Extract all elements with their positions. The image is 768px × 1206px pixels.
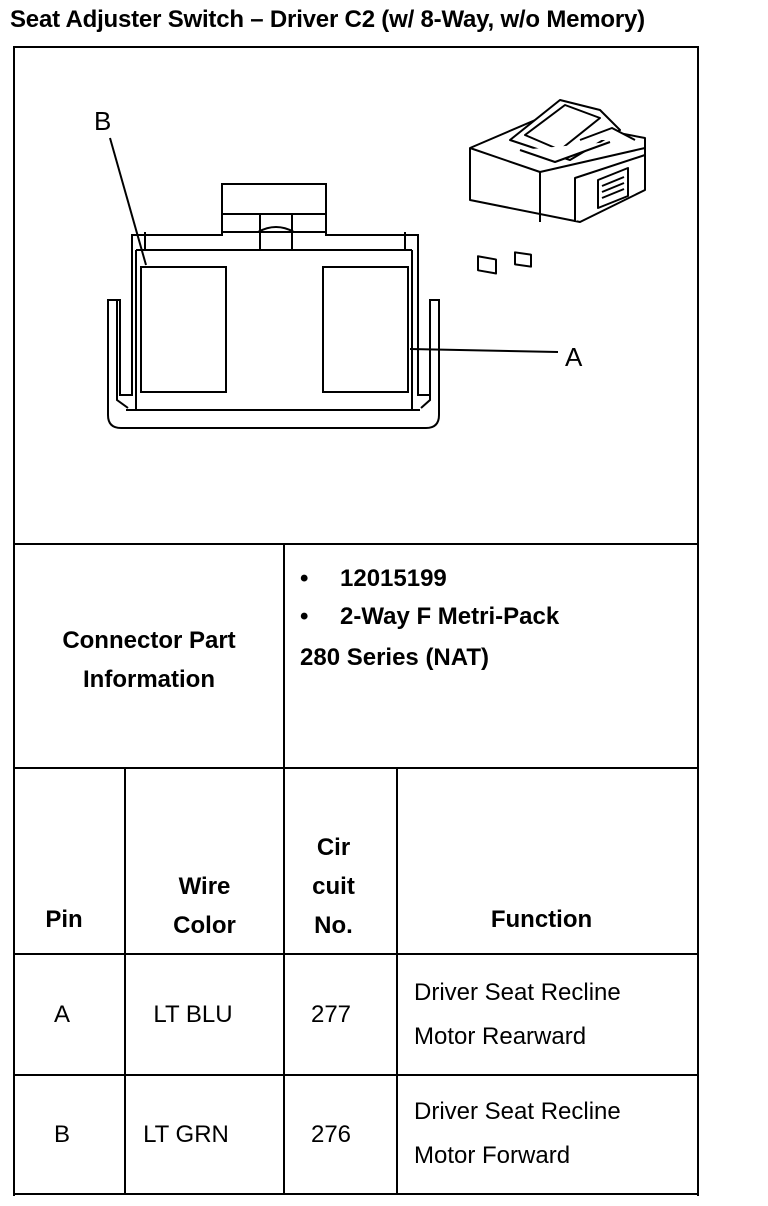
- connector-diagram: B A: [94, 99, 646, 429]
- divider-diagram: [13, 543, 699, 545]
- row-a-pin: A: [53, 1001, 70, 1028]
- header-circuit-line2: cuit: [312, 873, 355, 900]
- connector-frame: [13, 46, 699, 1196]
- row-a-function: Driver Seat Recline Motor Rearward: [414, 971, 621, 1059]
- page-title: Seat Adjuster Switch – Driver C2 (w/ 8-W…: [10, 6, 645, 33]
- part-series: 280 Series (NAT): [300, 644, 489, 671]
- part-number-item: • 12015199: [300, 565, 447, 593]
- row-a-circuit: 277: [310, 1001, 352, 1028]
- divider-col-color: [283, 767, 285, 1195]
- header-function: Function: [490, 906, 593, 933]
- row-b-circuit: 276: [310, 1121, 352, 1148]
- divider-row-b: [13, 1193, 699, 1195]
- divider-col-pin: [124, 767, 126, 1195]
- divider-col-circuit: [396, 767, 398, 1195]
- row-a-function-line2: Motor Rearward: [414, 1023, 587, 1050]
- connector-isometric-icon: [469, 99, 646, 275]
- row-b-pin: B: [53, 1121, 70, 1148]
- row-a-function-line1: Driver Seat Recline: [414, 979, 621, 1006]
- connector-face-drawing: [107, 183, 440, 429]
- header-wire-color-line1: Wire: [178, 873, 231, 900]
- divider-header: [13, 953, 699, 955]
- row-a-wire-color: LT BLU: [153, 1001, 233, 1028]
- divider-part-info-col: [283, 543, 285, 769]
- row-b-function: Driver Seat Recline Motor Forward: [414, 1090, 621, 1178]
- bullet: •: [300, 565, 309, 592]
- header-wire-color-line2: Color: [173, 912, 236, 939]
- header-circuit-line1: Cir: [316, 834, 351, 861]
- row-b-function-line1: Driver Seat Recline: [414, 1098, 621, 1125]
- row-b-wire-color: LT GRN: [143, 1121, 229, 1148]
- header-circuit: Cir cuit No.: [285, 828, 382, 945]
- callout-a-label: A: [565, 342, 583, 372]
- connector-info-label-line1: Connector Part: [62, 627, 236, 654]
- divider-row-a: [13, 1074, 699, 1076]
- header-pin: Pin: [45, 906, 83, 933]
- divider-part-info: [13, 767, 699, 769]
- connector-info-label-line2: Information: [83, 666, 215, 693]
- bullet: •: [300, 603, 309, 630]
- row-b-function-line2: Motor Forward: [414, 1142, 571, 1169]
- header-circuit-line3: No.: [314, 912, 353, 939]
- callout-b-leader: [109, 137, 147, 266]
- connector-info-label: Connector Part Information: [15, 621, 283, 699]
- part-number: 12015199: [340, 565, 447, 592]
- header-wire-color: Wire Color: [126, 867, 283, 945]
- callout-b-label: B: [94, 106, 111, 136]
- part-type: 2-Way F Metri-Pack: [340, 603, 560, 630]
- callout-a-leader: [409, 348, 559, 353]
- part-type-item: • 2-Way F Metri-Pack: [300, 603, 559, 631]
